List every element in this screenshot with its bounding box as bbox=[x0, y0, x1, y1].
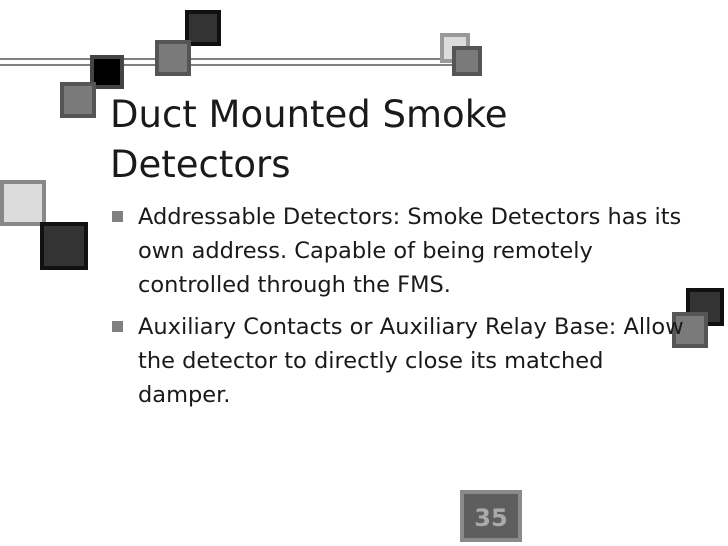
deco-square-light bbox=[0, 180, 46, 226]
bullet-text: Auxiliary Contacts or Auxiliary Relay Ba… bbox=[138, 314, 684, 408]
deco-square-mid bbox=[672, 312, 708, 348]
bullet-list: Addressable Detectors: Smoke Detectors h… bbox=[110, 200, 690, 420]
deco-square-mid bbox=[452, 46, 482, 76]
top-rule-2 bbox=[0, 64, 460, 66]
square-bullet-icon bbox=[112, 321, 123, 332]
bullet-text: Addressable Detectors: Smoke Detectors h… bbox=[138, 204, 682, 298]
top-rule-1 bbox=[0, 58, 460, 60]
square-bullet-icon bbox=[112, 211, 123, 222]
deco-square-mid bbox=[60, 82, 96, 118]
slide-title: Duct Mounted Smoke Detectors bbox=[110, 93, 508, 186]
deco-square-mid bbox=[155, 40, 191, 76]
bullet-item: Addressable Detectors: Smoke Detectors h… bbox=[110, 200, 690, 302]
bullet-item: Auxiliary Contacts or Auxiliary Relay Ba… bbox=[110, 310, 690, 412]
page-number: 35 bbox=[474, 504, 508, 532]
deco-square-dark bbox=[185, 10, 221, 46]
deco-square-dark bbox=[40, 222, 88, 270]
page-number-box: 35 bbox=[460, 490, 522, 542]
